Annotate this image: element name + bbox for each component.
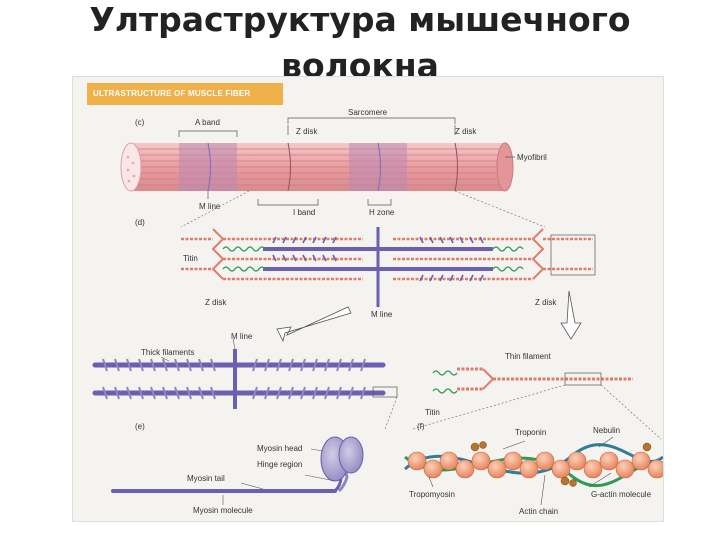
z-disk-label-d-left: Z disk: [205, 298, 227, 307]
sarcomere-diagram: [180, 190, 596, 307]
panel-d-letter: (d): [135, 218, 145, 227]
myosin-molecule-label: Myosin molecule: [193, 506, 253, 515]
figure-panel: ULTRASTRUCTURE OF MUSCLE FIBER: [72, 76, 664, 522]
actin-chain-label: Actin chain: [519, 507, 558, 516]
titin-label-d: Titin: [183, 254, 198, 263]
tropomyosin-label: Tropomyosin: [409, 490, 455, 499]
h-zone-label: H zone: [369, 208, 395, 217]
hinge-region-label: Hinge region: [257, 460, 302, 469]
myosin-head-label: Myosin head: [257, 444, 302, 453]
m-line-label-top: M line: [199, 202, 221, 211]
m-line-label-thick: M line: [231, 332, 253, 341]
m-line-label-d: M line: [371, 310, 393, 319]
z-disk-label-right: Z disk: [455, 127, 477, 136]
myofibril-label: Myofibril: [517, 153, 547, 162]
titin-label-thin: Titin: [425, 408, 440, 417]
myofibril-diagram: [120, 117, 515, 206]
nebulin-label: Nebulin: [593, 426, 620, 435]
myosin-tail-label: Myosin tail: [187, 474, 225, 483]
sarcomere-label: Sarcomere: [348, 108, 388, 117]
g-actin-label: G-actin molecule: [591, 490, 652, 499]
z-disk-label-d-right: Z disk: [535, 298, 557, 307]
panel-c-letter: (c): [135, 118, 145, 127]
myosin-molecule-diagram: [111, 436, 364, 505]
i-band-label: I band: [293, 208, 315, 217]
panel-f-letter: (f): [417, 422, 425, 431]
z-disk-label-left: Z disk: [296, 127, 318, 136]
thin-filament-diagram: [384, 367, 662, 440]
actin-chain-diagram: [404, 436, 663, 506]
thick-filaments-diagram: [92, 338, 398, 409]
zoom-arrow-left: [276, 306, 352, 343]
thick-filaments-label: Thick filaments: [141, 348, 194, 357]
slide-title: Ултраструктура мышечного: [89, 0, 631, 39]
thin-filament-label: Thin filament: [505, 352, 552, 361]
figure-banner: ULTRASTRUCTURE OF MUSCLE FIBER: [87, 83, 283, 105]
panel-e-letter: (e): [135, 422, 145, 431]
zoom-arrow-right: [560, 290, 582, 340]
troponin-label: Troponin: [515, 428, 546, 437]
figure-illustration: (c) A band Sarcomere Z disk Z disk Myofi…: [92, 108, 663, 516]
a-band-label: A band: [195, 118, 220, 127]
